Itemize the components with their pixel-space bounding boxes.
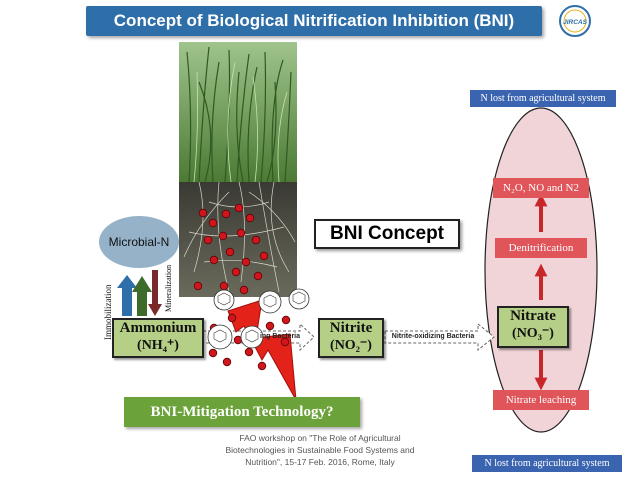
jircas-logo: JIRCAS [559, 5, 591, 37]
nitrite-name: Nitrite [329, 320, 373, 336]
nitrate-formula: (NO₃⁻) [512, 326, 554, 341]
logo-text: JIRCAS [563, 19, 588, 26]
ammonia-oxidizing-bacteria-label: ing Bacteria [259, 333, 301, 340]
n-lost-top-label: N lost from agricultural system [470, 90, 616, 107]
ammonium-formula: (NH₄⁺) [137, 338, 179, 353]
nitrite-formula: (NO₂⁻) [330, 338, 372, 353]
footer-citation: FAO workshop on "The Role of Agricultura… [225, 433, 415, 467]
plant-root-photo [179, 42, 297, 297]
nitrite-oxidation-arrow [384, 322, 495, 352]
mineralization-label: Mineralization [164, 264, 173, 312]
mineralization-arrow [148, 270, 162, 316]
microbial-n-node: Microbial-N [99, 216, 179, 268]
nitrate-box: Nitrate (NO₃⁻) [497, 306, 569, 348]
microbial-n-label: Microbial-N [108, 235, 170, 249]
ammonium-name: Ammonium [119, 320, 197, 336]
immobilization-arrow [117, 275, 137, 316]
nitrite-box: Nitrite (NO₂⁻) [318, 318, 384, 358]
lightning-bolt-icon [227, 299, 297, 401]
nitrate-name: Nitrate [510, 308, 556, 324]
nitrate-leaching-label: Nitrate leaching [493, 390, 589, 410]
nitrite-oxidizing-bacteria-label: Nitrite-oxidizing Bacteria [391, 333, 475, 340]
bni-concept-label: BNI Concept [314, 219, 460, 249]
n-lost-bottom-label: N lost from agricultural system [472, 455, 622, 472]
bni-mitigation-label: BNI-Mitigation Technology? [124, 397, 360, 427]
page-title: Concept of Biological Nitrification Inhi… [86, 6, 542, 36]
ammonium-up-arrow [132, 276, 152, 316]
n2o-no-n2-label: N₂O, NO and N2 [493, 178, 589, 198]
ammonium-box: Ammonium (NH₄⁺) [112, 318, 204, 358]
denitrification-label: Denitrification [495, 238, 587, 258]
